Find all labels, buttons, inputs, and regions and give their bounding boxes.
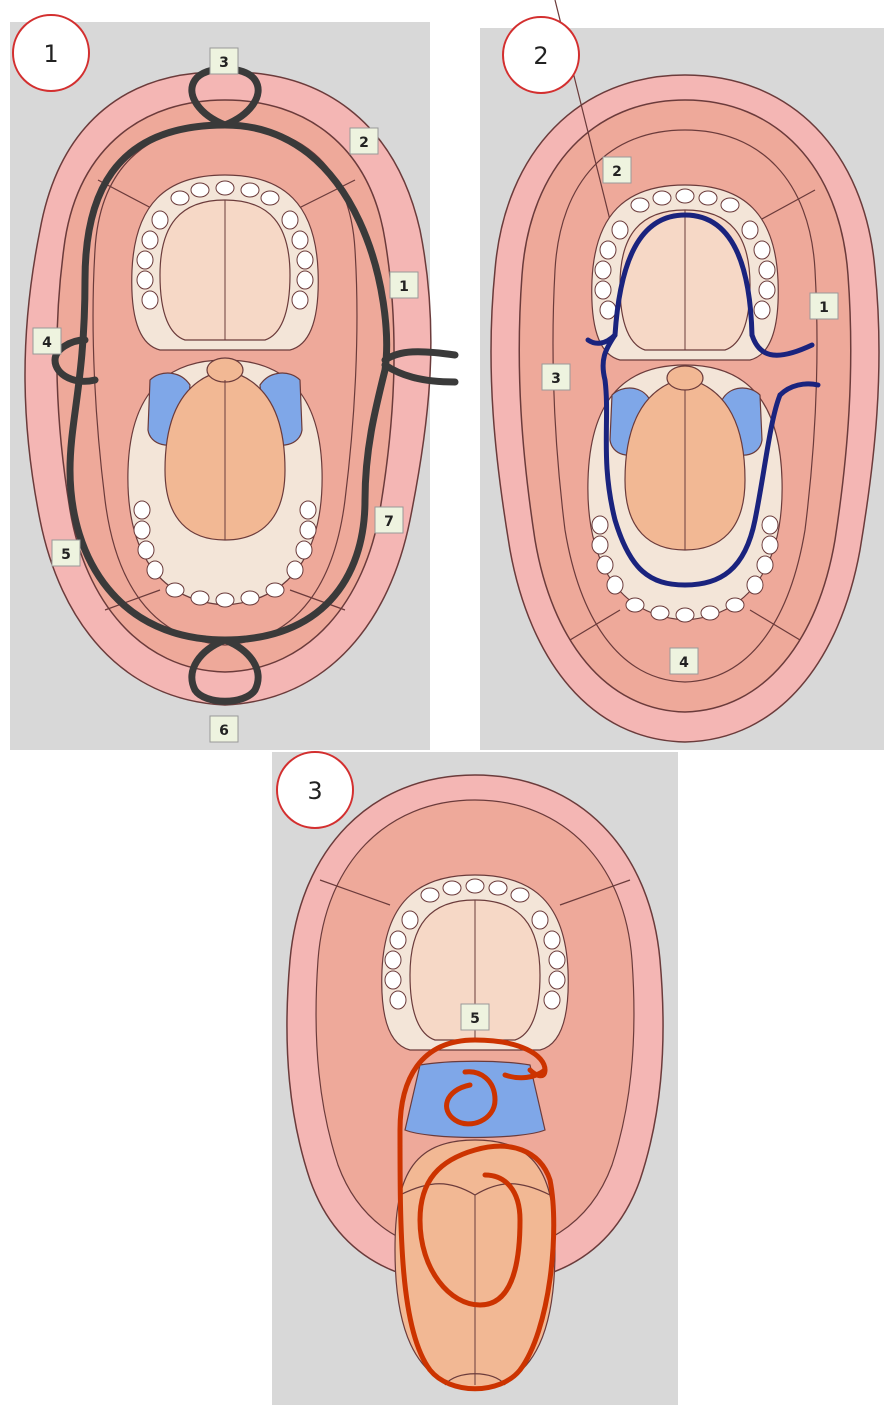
label-5c: 5 [470, 1011, 480, 1027]
